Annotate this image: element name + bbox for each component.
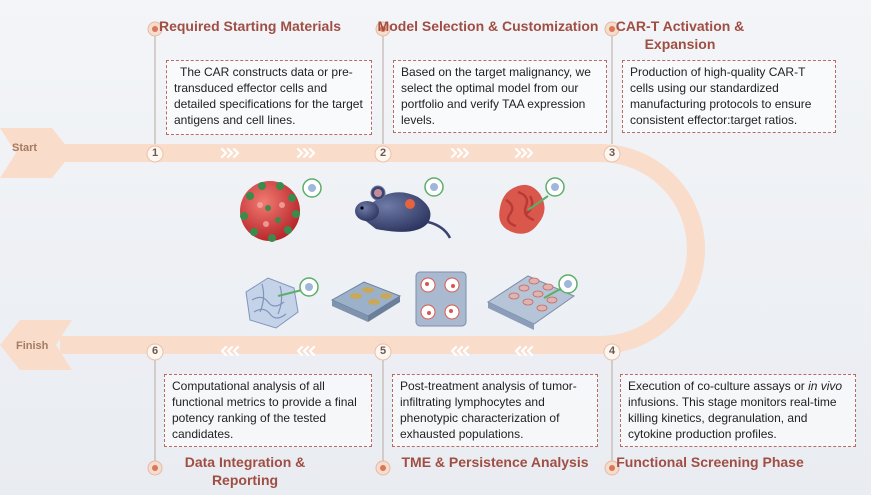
step-2-title: Model Selection & Customization — [377, 18, 599, 34]
finish-arrow — [0, 320, 72, 370]
step-2-description: Based on the target malignancy, we selec… — [393, 60, 607, 133]
multi-well-plate-icon — [486, 274, 578, 330]
step-circles — [146, 145, 621, 361]
step-4-title: Functional Screening Phase — [616, 454, 804, 470]
scaffold-matrix-icon — [245, 277, 319, 329]
step-4-description: Execution of co-culture assays or in viv… — [620, 374, 856, 447]
start-label: Start — [12, 142, 38, 154]
microfluidic-chip-icon — [330, 281, 402, 322]
step-number-2: 2 — [379, 147, 387, 159]
chevrons-bottom — [220, 345, 534, 357]
step-6-title: Data Integration & Reporting — [184, 454, 306, 488]
finish-label: Finish — [16, 340, 49, 352]
connector-lines — [154, 34, 613, 466]
step-3-title: CAR-T Activation & Expansion — [615, 18, 745, 52]
step-4-description-end: infusions. This stage monitors real-time… — [628, 395, 837, 441]
marker-dots — [147, 21, 620, 476]
chevrons-top — [220, 147, 534, 159]
tumor-spheroid-icon — [240, 178, 322, 242]
step-5-description: Post-treatment analysis of tumor-infiltr… — [392, 374, 598, 447]
well-plate-assay-icon — [415, 271, 467, 327]
step-5-title: TME & Persistence Analysis — [401, 454, 589, 470]
tissue-organoid-icon — [499, 177, 565, 234]
step-number-5: 5 — [379, 345, 387, 357]
step-number-6: 6 — [151, 345, 159, 357]
start-arrow — [0, 128, 72, 178]
mouse-model-icon — [355, 177, 452, 239]
flow-band — [0, 128, 705, 370]
step-number-3: 3 — [608, 147, 616, 159]
step-number-4: 4 — [608, 345, 616, 357]
step-number-1: 1 — [151, 147, 159, 159]
step-3-description: Production of high-quality CAR-T cells u… — [622, 60, 836, 133]
step-4-description-italic: in vivo — [808, 379, 843, 393]
step-6-description: Computational analysis of all functional… — [164, 374, 372, 447]
step-1-description: The CAR constructs data or pre-transduce… — [166, 60, 372, 135]
step-1-title: Required Starting Materials — [158, 18, 342, 34]
step-4-description-start: Execution of co-culture assays or — [628, 379, 809, 393]
